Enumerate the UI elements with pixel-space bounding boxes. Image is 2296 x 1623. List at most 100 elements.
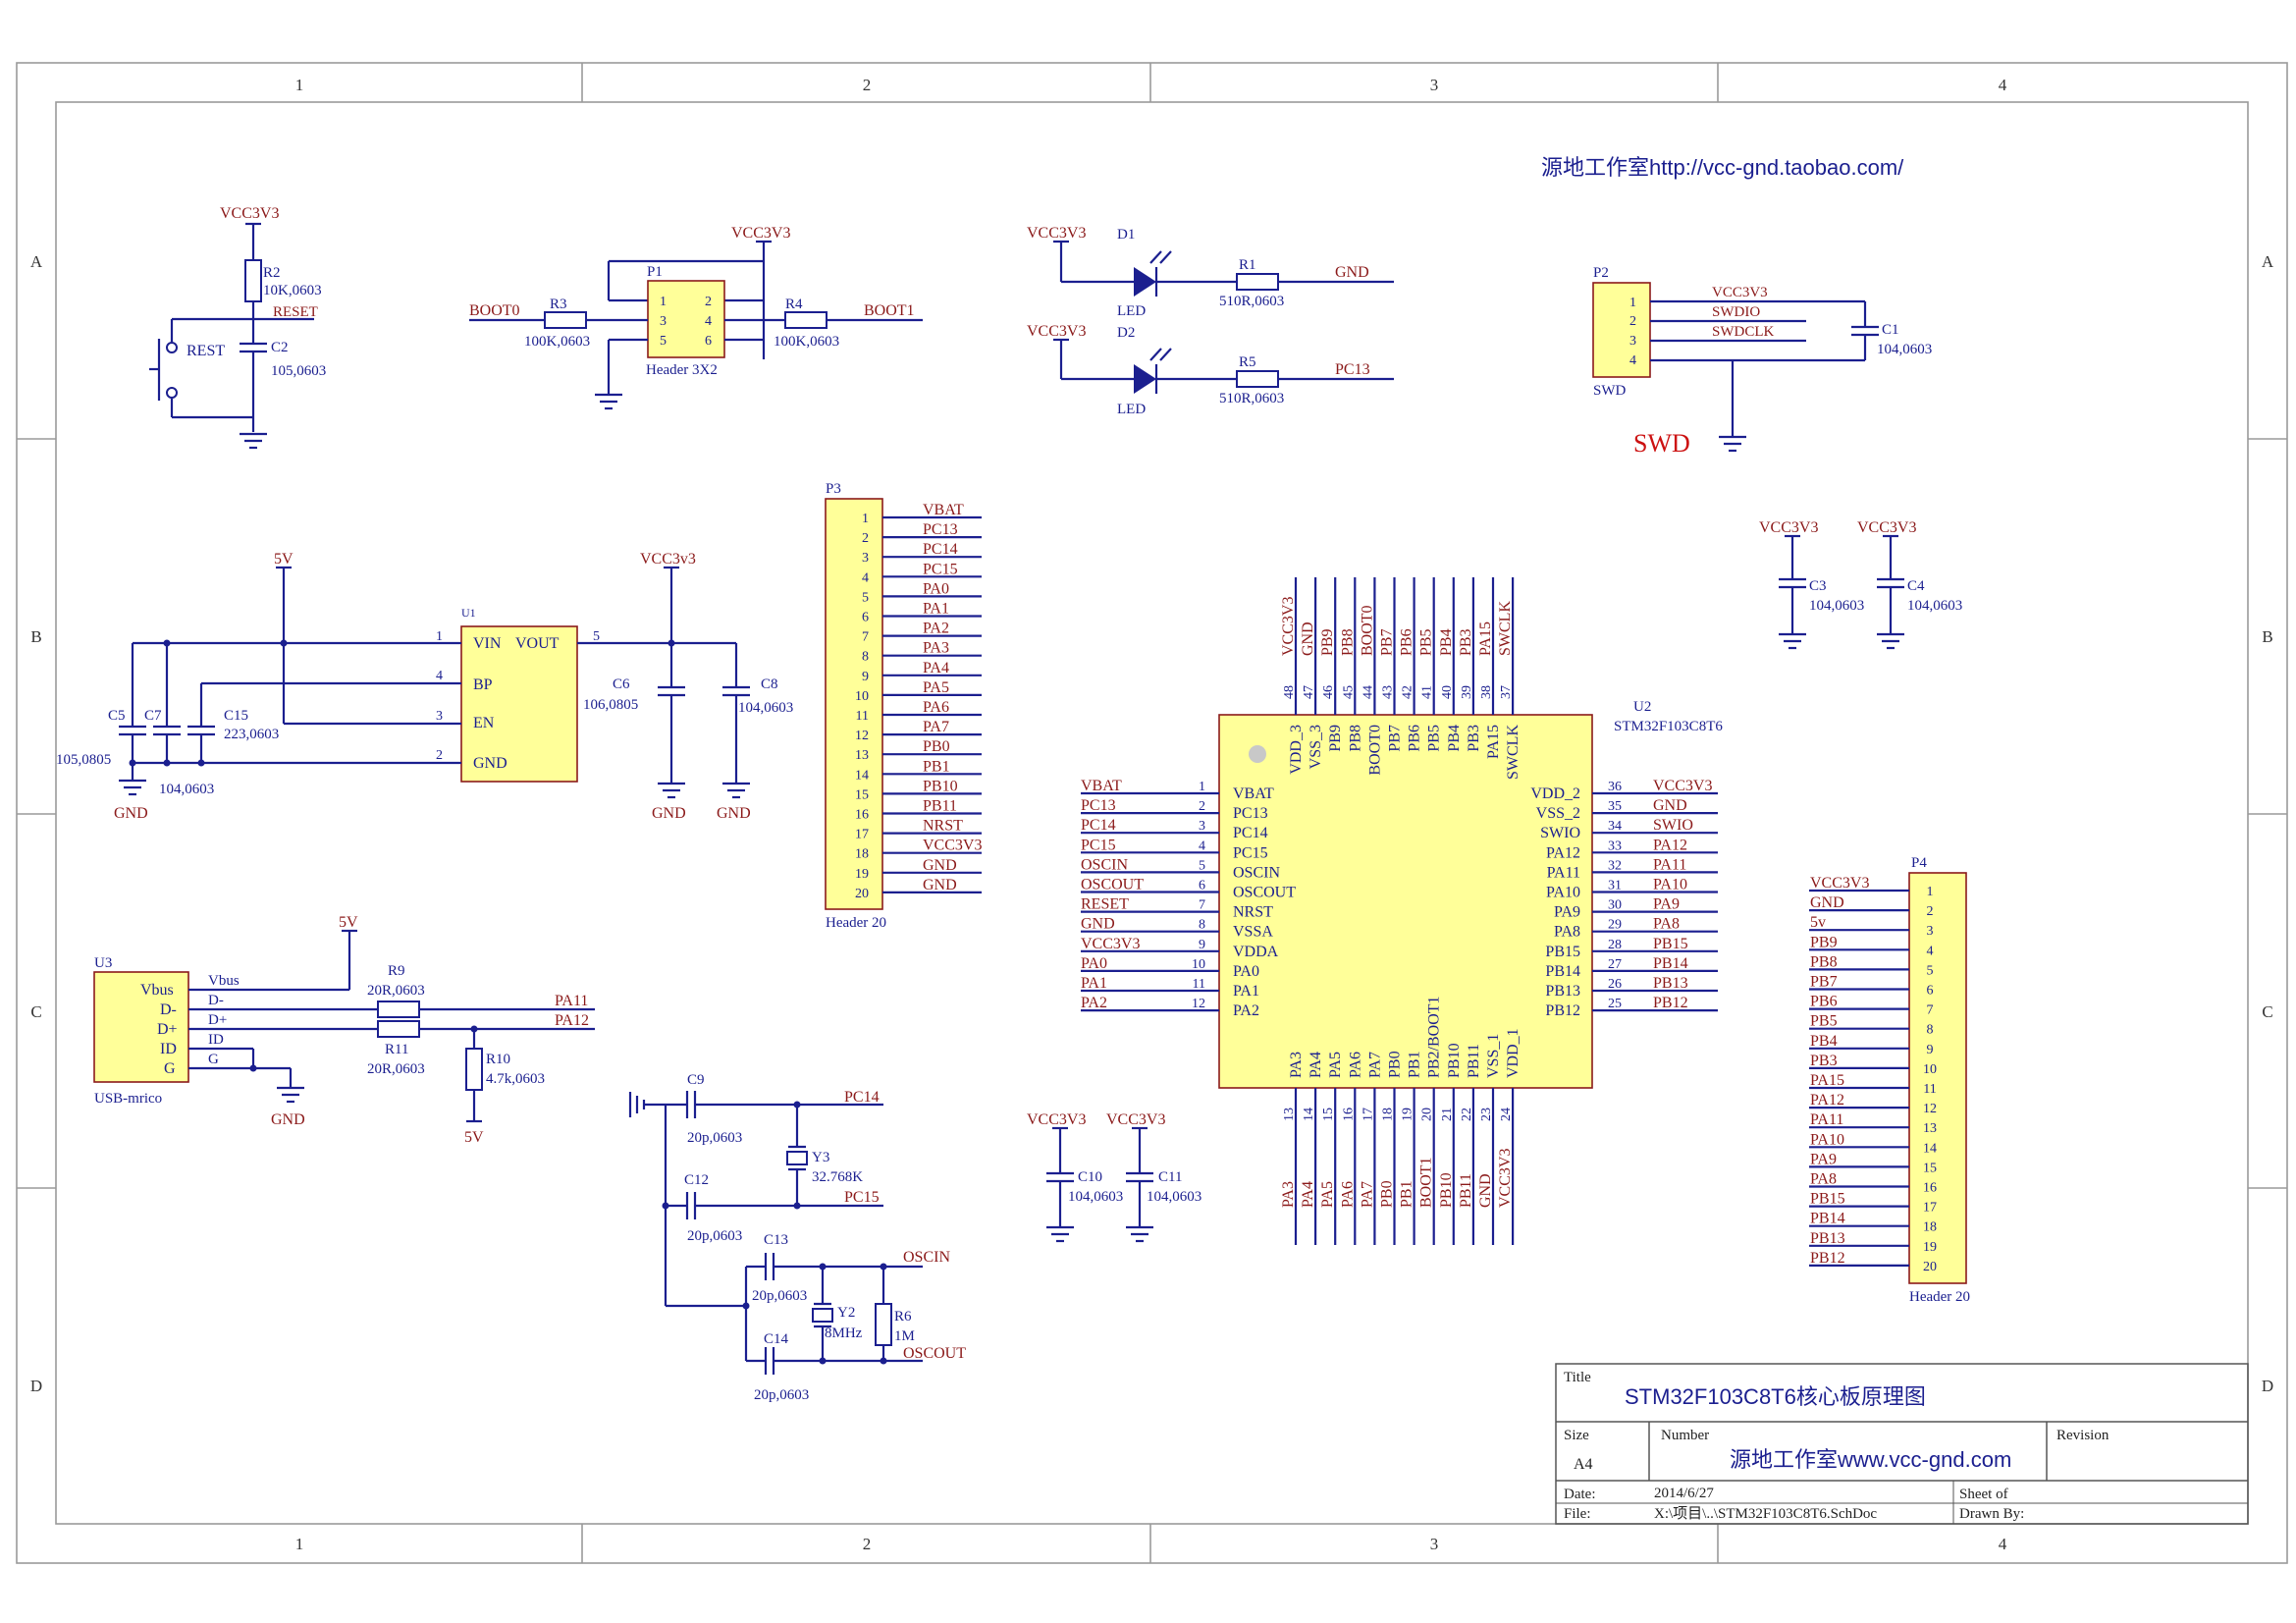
mcu-bottom-pin-name: PB0 (1387, 1051, 1404, 1078)
p3-net-label: PB10 (923, 778, 958, 794)
r11-value: 20R,0603 (367, 1061, 425, 1077)
c7-name: C7 (144, 708, 162, 724)
mcu-top-pin-number: 40 (1440, 685, 1455, 699)
usb-vbus-5v: 5V (339, 914, 358, 931)
r11-name: R11 (385, 1042, 408, 1057)
mcu-left-pin-name: PC14 (1233, 825, 1268, 841)
u1-pin-en: EN (473, 715, 495, 731)
c2-name: C2 (271, 340, 289, 355)
u3-pin-id: ID (160, 1041, 177, 1057)
p1-pin4: 4 (705, 314, 712, 329)
c11-name: C11 (1158, 1169, 1182, 1185)
mcu-top-pin-number: 43 (1381, 685, 1396, 699)
p3-pin-number: 10 (855, 689, 869, 704)
col-3-top: 3 (1430, 76, 1439, 94)
row-b-left: B (30, 627, 41, 646)
p4-net-label: GND (1810, 894, 1844, 911)
r3-value: 100K,0603 (524, 334, 590, 350)
mcu-top-pin-name: VSS_3 (1308, 725, 1324, 769)
p4-pin-number: 17 (1923, 1201, 1937, 1216)
mcu-bottom-net: PA7 (1359, 1181, 1375, 1208)
row-b-right: B (2262, 627, 2272, 646)
mcu-left-pin-name: PA1 (1233, 983, 1259, 1000)
mcu-right-pin-name: PA10 (1546, 885, 1580, 901)
p4-pin-number: 13 (1923, 1121, 1937, 1136)
mcu-left-net: VBAT (1081, 778, 1122, 794)
date-value: 2014/6/27 (1654, 1486, 1714, 1501)
mcu-left-pin-name: VSSA (1233, 924, 1273, 941)
usb-net-vbus: Vbus (208, 973, 240, 989)
p2-pin3: 3 (1629, 334, 1636, 349)
mcu-bottom-net: PB0 (1379, 1180, 1396, 1208)
swd-connector: P2 1 2 3 4 SWD VCC3V3 SWDIO SWDCLK C1 10… (1592, 265, 1932, 458)
r1-name: R1 (1239, 257, 1256, 273)
p3-pin-number: 16 (855, 808, 869, 823)
p3-net-label: PC15 (923, 561, 958, 577)
reg-5v-label: 5V (274, 551, 294, 568)
p4-pin-number: 18 (1923, 1220, 1937, 1235)
number-label: Number (1661, 1428, 1709, 1443)
header-link[interactable]: 源地工作室http://vcc-gnd.taobao.com/ (1541, 155, 1904, 180)
mcu-right-net: PB12 (1653, 995, 1688, 1011)
mcu-top-pin-name: PB7 (1387, 725, 1404, 752)
mcu-right-pin-name: PA11 (1547, 864, 1580, 881)
mcu-bottom-net: BOOT1 (1418, 1157, 1435, 1208)
p3-pin-number: 11 (856, 709, 869, 724)
p4-pin-number: 9 (1927, 1043, 1934, 1057)
p3-net-label: PA7 (923, 719, 949, 735)
r1-resistor (1236, 273, 1279, 291)
c15-value: 223,0603 (224, 727, 279, 742)
p4-pin-number: 2 (1927, 904, 1934, 919)
usb-net-dp: D+ (208, 1012, 227, 1028)
mcu-right-pin-number: 26 (1608, 977, 1622, 992)
row-a-left: A (30, 252, 43, 271)
p4-net-label: PB3 (1810, 1053, 1838, 1069)
mcu-left-net: VCC3V3 (1081, 936, 1140, 952)
mcu-bottom-pin-number: 18 (1381, 1108, 1396, 1121)
p4-net-label: PA15 (1810, 1072, 1844, 1089)
led-circuit-2: VCC3V3 D2 LED R5 510R,0603 PC13 (1027, 323, 1394, 417)
col-3-bottom: 3 (1430, 1535, 1439, 1553)
mcu-left-pin-name: VDDA (1233, 944, 1279, 960)
c3-name: C3 (1809, 578, 1827, 594)
u3-pin-vbus: Vbus (140, 982, 174, 999)
r4-value: 100K,0603 (774, 334, 839, 350)
p3-net-label: PA0 (923, 580, 949, 597)
c11-vcc-label: VCC3V3 (1106, 1111, 1165, 1128)
mcu-bottom-pin-name: PA5 (1327, 1052, 1344, 1078)
p3-pin-number: 12 (855, 729, 869, 743)
p3-net-label: NRST (923, 818, 963, 835)
mcu-bottom-pin-number: 23 (1479, 1108, 1494, 1121)
r5-value: 510R,0603 (1219, 391, 1284, 406)
mcu-right-pin-number: 28 (1608, 938, 1622, 952)
mcu-top-net: GND (1300, 622, 1316, 656)
r6-resistor (875, 1303, 892, 1346)
reset-vcc-label: VCC3V3 (220, 205, 279, 222)
drawn-label: Drawn By: (1959, 1506, 2024, 1522)
col-1-top: 1 (295, 76, 304, 94)
p3-pin-number: 15 (855, 787, 869, 802)
p4-pin-number: 15 (1923, 1161, 1937, 1175)
mcu-top-pin-number: 38 (1479, 685, 1494, 699)
y3-crystal (786, 1151, 808, 1165)
led-circuit-1: VCC3V3 D1 LED R1 510R,0603 GND (1027, 225, 1394, 319)
p4-net-label: PB13 (1810, 1230, 1845, 1247)
mcu-bottom-pin-number: 14 (1302, 1108, 1316, 1121)
c14-value: 20p,0603 (754, 1387, 809, 1403)
c10-name: C10 (1078, 1169, 1102, 1185)
p1-type: Header 3X2 (646, 362, 718, 378)
u3-pin-g: G (164, 1060, 176, 1077)
mcu-top-pin-number: 44 (1361, 685, 1375, 699)
row-c-right: C (2262, 1002, 2272, 1021)
u2-body (1218, 714, 1593, 1089)
c1-name: C1 (1882, 322, 1899, 338)
p4-net-label: PB7 (1810, 974, 1838, 991)
p3-pin-number: 17 (855, 828, 869, 842)
p3-net-label: PA5 (923, 679, 949, 696)
r3-resistor (544, 311, 587, 329)
mcu-right-pin-number: 35 (1608, 799, 1622, 814)
osc-pc14-label: PC14 (844, 1089, 880, 1106)
p2-name: P2 (1593, 265, 1609, 281)
p3-pin-number: 18 (855, 847, 869, 862)
c7-value: 104,0603 (159, 782, 214, 797)
